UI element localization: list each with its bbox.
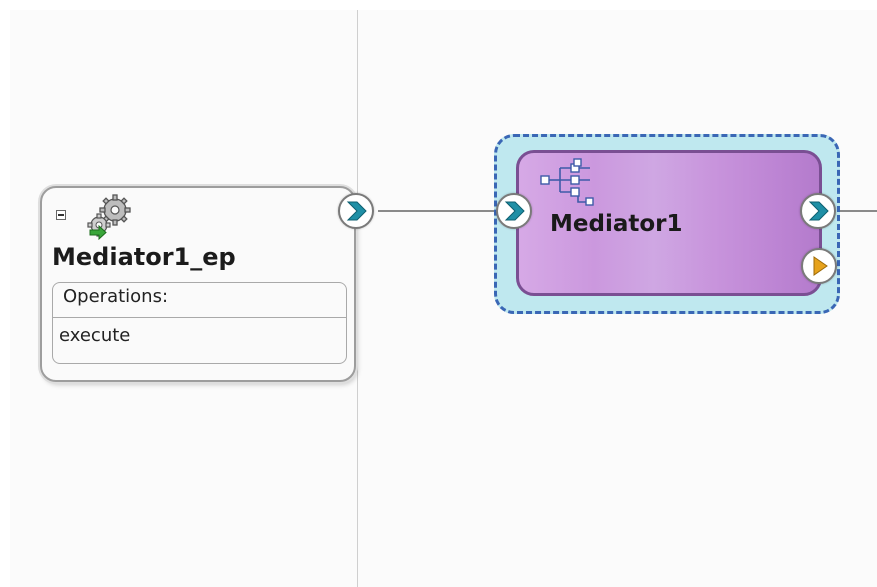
play-triangle-icon <box>813 256 828 276</box>
operations-header: Operations: <box>53 283 346 318</box>
mediator-event-port[interactable] <box>801 248 837 284</box>
service-port[interactable] <box>338 193 374 229</box>
chevron-right-icon <box>504 201 525 221</box>
chevron-right-icon <box>808 201 829 221</box>
gears-icon <box>87 194 131 240</box>
routing-tree-icon <box>540 158 594 206</box>
service-card[interactable]: Mediator1_ep Operations: execute <box>40 186 356 382</box>
mediator-title: Mediator1 <box>550 211 683 237</box>
mediator-service-port[interactable] <box>496 193 532 229</box>
operation-item[interactable]: execute <box>59 325 131 346</box>
mediator-reference-port[interactable] <box>800 193 836 229</box>
chevron-right-icon <box>346 201 367 221</box>
collapse-icon[interactable] <box>56 210 66 220</box>
wire-service-to-mediator[interactable] <box>378 210 497 212</box>
service-title: Mediator1_ep <box>52 243 236 271</box>
operations-panel: Operations: execute <box>52 282 347 364</box>
wire-mediator-out[interactable] <box>837 210 877 212</box>
swimlane-divider <box>357 10 358 587</box>
